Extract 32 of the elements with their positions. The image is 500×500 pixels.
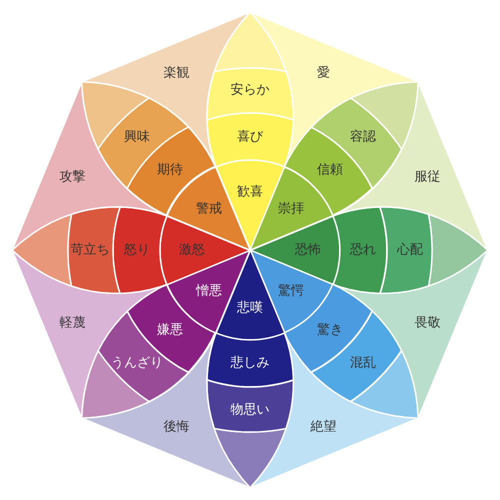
- emotion-label: 悲嘆: [236, 300, 263, 316]
- emotion-label: 軽蔑: [60, 316, 86, 331]
- emotion-label: 混乱: [350, 356, 376, 371]
- emotion-label: 信頼: [316, 162, 343, 178]
- emotion-label: 容認: [350, 129, 376, 144]
- emotion-label: 絶望: [310, 420, 336, 435]
- emotion-label: 攻撃: [60, 169, 86, 184]
- emotion-label: 怒り: [124, 242, 150, 258]
- emotion-label: 驚愕: [278, 284, 304, 298]
- emotion-label: 憎悪: [196, 284, 222, 298]
- emotion-label: 悲しみ: [230, 355, 270, 370]
- emotion-label: 心配: [396, 242, 423, 258]
- emotion-label: 恐れ: [350, 242, 376, 258]
- emotion-label: 物思い: [230, 402, 270, 418]
- emotion-label: 喜び: [236, 130, 263, 144]
- emotion-label: 崇拝: [278, 201, 304, 216]
- emotion-label: 驚き: [316, 322, 343, 338]
- emotion-label: 愛: [316, 65, 330, 80]
- emotion-label: 苛立ち: [70, 242, 110, 258]
- emotion-label: うんざり: [110, 356, 163, 371]
- emotion-label: 恐怖: [295, 242, 321, 258]
- emotion-label: 後悔: [164, 420, 190, 435]
- emotion-label: 警戒: [196, 201, 222, 216]
- emotion-label: 楽観: [164, 65, 190, 80]
- emotion-label: 期待: [157, 162, 184, 178]
- emotion-label: 服従: [414, 169, 440, 184]
- emotion-label: 嫌悪: [157, 322, 184, 338]
- emotion-label: 安らか: [230, 82, 270, 98]
- emotion-label: 畏敬: [414, 316, 440, 331]
- emotion-label: 興味: [124, 129, 150, 144]
- emotion-label: 歓喜: [236, 184, 263, 200]
- emotion-label: 激怒: [179, 242, 205, 258]
